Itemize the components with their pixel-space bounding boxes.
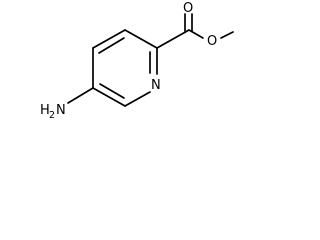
bond-c5-nh2 xyxy=(67,87,94,104)
bond-ring-c3-c4-inner xyxy=(98,37,125,54)
bond-ring-c6-c5 xyxy=(92,87,126,107)
bond-ring-c6-c5-inner xyxy=(99,83,125,99)
bond-ring-c3-c4 xyxy=(92,29,126,49)
bond-ester-o-methyl xyxy=(220,31,234,39)
carbonyl-oxygen-label: O xyxy=(183,1,193,16)
ring-nitrogen-label: N xyxy=(151,78,161,93)
bond-c2-carbonyl xyxy=(156,29,190,49)
bond-ring-c4-c2 xyxy=(124,29,158,49)
amine-subscript-label: 2 xyxy=(49,110,55,121)
molecule-structure: N O O H 2 N xyxy=(40,1,234,121)
ester-oxygen-label: O xyxy=(207,34,217,49)
amine-h-label: H xyxy=(40,103,50,118)
bond-ring-n1-c6 xyxy=(124,91,151,107)
structure-canvas: N O O H 2 N xyxy=(0,0,234,140)
amine-n-label: N xyxy=(56,103,66,118)
bond-carbonyl-ester-o xyxy=(188,29,204,39)
